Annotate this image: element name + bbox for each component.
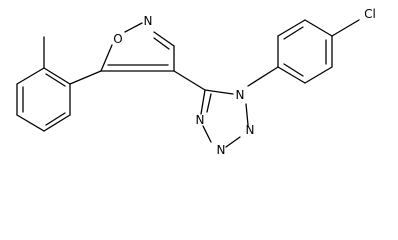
isoxazole-ring <box>100 22 175 72</box>
atom-label-chlorine: Cl <box>364 7 376 21</box>
bond <box>43 67 71 85</box>
bond <box>100 44 113 72</box>
bond <box>245 103 249 126</box>
chemical-structure-diagram: O N N N N N Cl <box>16 7 376 157</box>
double-bond-inner <box>206 93 212 113</box>
bond <box>202 125 212 143</box>
atom-label-nitrogen: N <box>144 14 153 28</box>
bond <box>277 66 306 84</box>
tetrazole-ring <box>200 89 249 148</box>
double-bond-inner <box>45 73 66 87</box>
atom-label-nitrogen: N <box>236 88 245 102</box>
isoxazole-tetrazole-bond <box>173 70 206 91</box>
bond <box>304 19 333 37</box>
atom-label-nitrogen: N <box>196 113 205 127</box>
double-bond-inner <box>153 37 170 50</box>
atom-label-oxygen: O <box>113 32 122 46</box>
structure-svg: O N N N N N Cl <box>16 7 376 157</box>
bond <box>225 136 241 148</box>
tolyl-ring <box>16 67 71 132</box>
double-bond-inner <box>45 112 66 126</box>
double-bond-inner <box>283 63 304 77</box>
bond <box>124 22 143 33</box>
bond <box>204 89 234 95</box>
carbon-chlorine-bond <box>331 19 360 37</box>
bond <box>16 114 45 132</box>
tolyl-isoxazole-bond <box>69 70 102 85</box>
atom-label-nitrogen: N <box>217 143 226 157</box>
bond <box>277 19 306 37</box>
bond <box>43 114 71 132</box>
bond <box>304 66 333 84</box>
bond <box>16 67 45 85</box>
bond <box>153 31 175 47</box>
bond <box>200 89 206 115</box>
atom-label-nitrogen: N <box>246 123 255 137</box>
double-bond-inner <box>283 26 304 40</box>
tetrazole-phenyl-bond <box>247 66 279 87</box>
chlorophenyl-ring <box>277 19 333 84</box>
